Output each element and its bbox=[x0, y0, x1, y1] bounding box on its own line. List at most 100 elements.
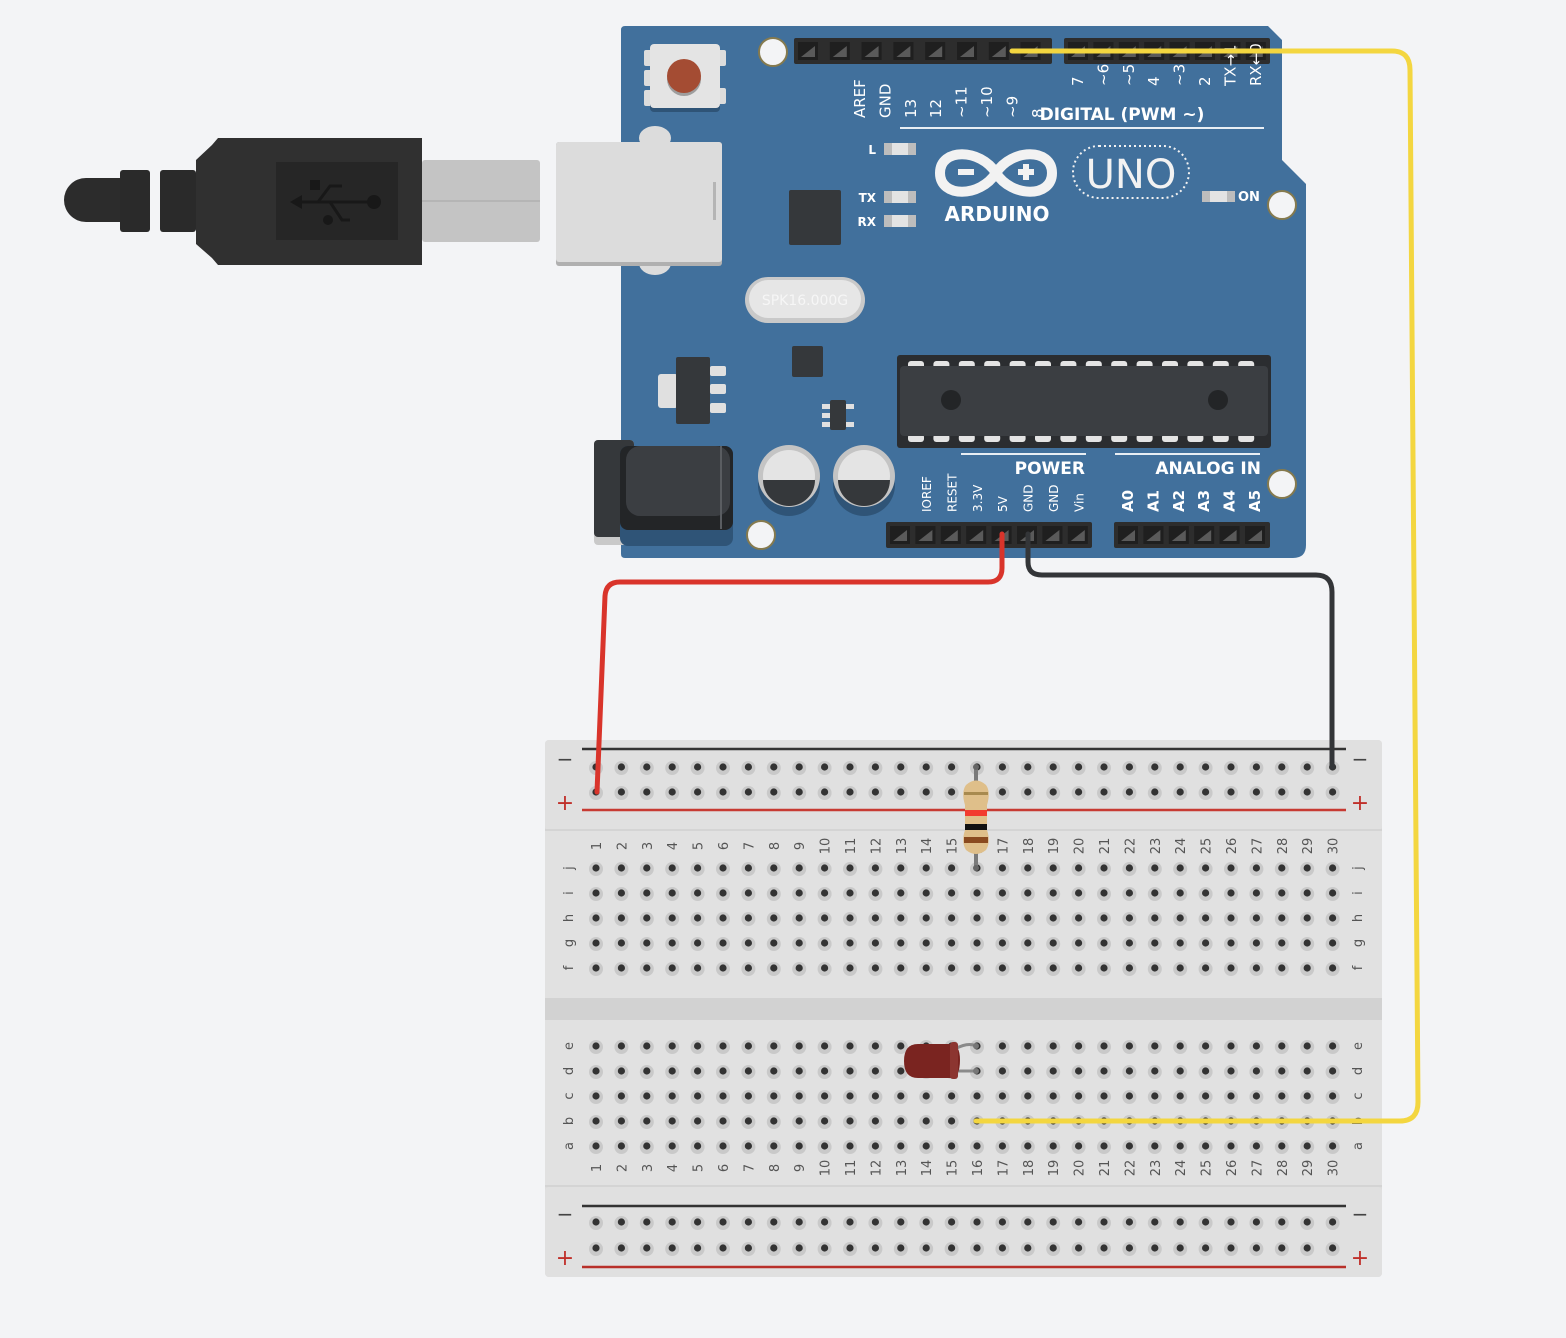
analog-pin[interactable] bbox=[1168, 526, 1189, 544]
terminal-hole[interactable] bbox=[1224, 962, 1238, 976]
terminal-hole[interactable] bbox=[665, 1140, 680, 1154]
rail-hole[interactable] bbox=[1046, 1216, 1061, 1230]
terminal-hole[interactable] bbox=[843, 887, 857, 901]
rail-hole[interactable] bbox=[792, 1242, 807, 1256]
rail-hole[interactable] bbox=[1020, 786, 1035, 800]
rail-hole[interactable] bbox=[919, 761, 934, 775]
terminal-hole[interactable] bbox=[1147, 962, 1162, 976]
terminal-hole[interactable] bbox=[1046, 1090, 1061, 1104]
terminal-hole[interactable] bbox=[1325, 862, 1340, 876]
terminal-hole[interactable] bbox=[919, 962, 934, 976]
rail-hole[interactable] bbox=[1325, 786, 1340, 800]
terminal-hole[interactable] bbox=[690, 1115, 705, 1129]
terminal-hole[interactable] bbox=[1300, 887, 1315, 901]
rail-hole[interactable] bbox=[1097, 1216, 1111, 1230]
digital-pin[interactable] bbox=[893, 42, 914, 60]
digital-pin[interactable] bbox=[988, 42, 1009, 60]
terminal-hole[interactable] bbox=[1173, 937, 1188, 951]
analog-pin[interactable] bbox=[1118, 526, 1138, 544]
terminal-hole[interactable] bbox=[1173, 862, 1188, 876]
terminal-hole[interactable] bbox=[995, 1090, 1010, 1104]
terminal-hole[interactable] bbox=[944, 1115, 959, 1129]
rail-hole[interactable] bbox=[893, 786, 908, 800]
rail-hole[interactable] bbox=[970, 1216, 984, 1230]
terminal-hole[interactable] bbox=[1071, 937, 1086, 951]
terminal-hole[interactable] bbox=[843, 1140, 857, 1154]
rail-hole[interactable] bbox=[970, 1242, 984, 1256]
terminal-hole[interactable] bbox=[716, 887, 730, 901]
terminal-hole[interactable] bbox=[766, 1115, 781, 1129]
terminal-hole[interactable] bbox=[1097, 1065, 1111, 1079]
terminal-hole[interactable] bbox=[1122, 862, 1137, 876]
rail-hole[interactable] bbox=[639, 761, 654, 775]
rail-hole[interactable] bbox=[1173, 1242, 1188, 1256]
terminal-hole[interactable] bbox=[1122, 912, 1137, 926]
terminal-hole[interactable] bbox=[919, 912, 934, 926]
terminal-hole[interactable] bbox=[792, 1140, 807, 1154]
terminal-hole[interactable] bbox=[766, 862, 781, 876]
rail-hole[interactable] bbox=[1198, 1216, 1213, 1230]
analog-pin[interactable] bbox=[1219, 526, 1240, 544]
led[interactable] bbox=[904, 1042, 979, 1079]
rail-hole[interactable] bbox=[1300, 1216, 1315, 1230]
terminal-hole[interactable] bbox=[716, 962, 730, 976]
terminal-hole[interactable] bbox=[919, 887, 934, 901]
terminal-hole[interactable] bbox=[817, 1090, 832, 1104]
terminal-hole[interactable] bbox=[843, 1115, 857, 1129]
rail-hole[interactable] bbox=[1274, 1216, 1289, 1230]
terminal-hole[interactable] bbox=[690, 1090, 705, 1104]
rail-hole[interactable] bbox=[1071, 761, 1086, 775]
terminal-hole[interactable] bbox=[893, 937, 908, 951]
analog-pin[interactable] bbox=[1245, 526, 1265, 544]
terminal-hole[interactable] bbox=[1198, 1065, 1213, 1079]
rail-hole[interactable] bbox=[944, 1242, 959, 1256]
rail-hole[interactable] bbox=[919, 786, 934, 800]
terminal-hole[interactable] bbox=[741, 1040, 756, 1054]
terminal-hole[interactable] bbox=[1224, 1065, 1238, 1079]
terminal-hole[interactable] bbox=[893, 862, 908, 876]
rail-hole[interactable] bbox=[716, 1242, 730, 1256]
rail-hole[interactable] bbox=[792, 786, 807, 800]
terminal-hole[interactable] bbox=[817, 962, 832, 976]
terminal-hole[interactable] bbox=[589, 937, 603, 951]
terminal-hole[interactable] bbox=[1274, 1040, 1289, 1054]
terminal-hole[interactable] bbox=[639, 1090, 654, 1104]
power-pin[interactable] bbox=[1067, 526, 1088, 544]
terminal-hole[interactable] bbox=[1274, 1090, 1289, 1104]
terminal-hole[interactable] bbox=[1071, 1140, 1086, 1154]
rail-hole[interactable] bbox=[1097, 786, 1111, 800]
terminal-hole[interactable] bbox=[970, 887, 984, 901]
terminal-hole[interactable] bbox=[1224, 1090, 1238, 1104]
terminal-hole[interactable] bbox=[665, 962, 680, 976]
rail-hole[interactable] bbox=[1147, 761, 1162, 775]
rail-hole[interactable] bbox=[741, 786, 756, 800]
power-pin[interactable] bbox=[890, 526, 910, 544]
rail-hole[interactable] bbox=[792, 1216, 807, 1230]
rail-hole[interactable] bbox=[716, 786, 730, 800]
power-pin[interactable] bbox=[1042, 526, 1063, 544]
rail-hole[interactable] bbox=[843, 1216, 857, 1230]
terminal-hole[interactable] bbox=[1224, 887, 1238, 901]
terminal-hole[interactable] bbox=[1173, 1090, 1188, 1104]
rail-hole[interactable] bbox=[995, 1242, 1010, 1256]
rail-hole[interactable] bbox=[1097, 761, 1111, 775]
terminal-hole[interactable] bbox=[1274, 962, 1289, 976]
terminal-hole[interactable] bbox=[1274, 862, 1289, 876]
terminal-hole[interactable] bbox=[1046, 887, 1061, 901]
terminal-hole[interactable] bbox=[1173, 887, 1188, 901]
terminal-hole[interactable] bbox=[893, 1040, 908, 1054]
terminal-hole[interactable] bbox=[817, 937, 832, 951]
rail-hole[interactable] bbox=[1020, 1242, 1035, 1256]
rail-hole[interactable] bbox=[817, 1242, 832, 1256]
terminal-hole[interactable] bbox=[919, 1090, 934, 1104]
terminal-hole[interactable] bbox=[995, 1065, 1010, 1079]
terminal-hole[interactable] bbox=[1224, 937, 1238, 951]
terminal-hole[interactable] bbox=[817, 912, 832, 926]
terminal-hole[interactable] bbox=[970, 1090, 984, 1104]
terminal-hole[interactable] bbox=[1097, 862, 1111, 876]
rail-hole[interactable] bbox=[893, 761, 908, 775]
terminal-hole[interactable] bbox=[843, 1065, 857, 1079]
terminal-hole[interactable] bbox=[1046, 1140, 1061, 1154]
terminal-hole[interactable] bbox=[995, 912, 1010, 926]
